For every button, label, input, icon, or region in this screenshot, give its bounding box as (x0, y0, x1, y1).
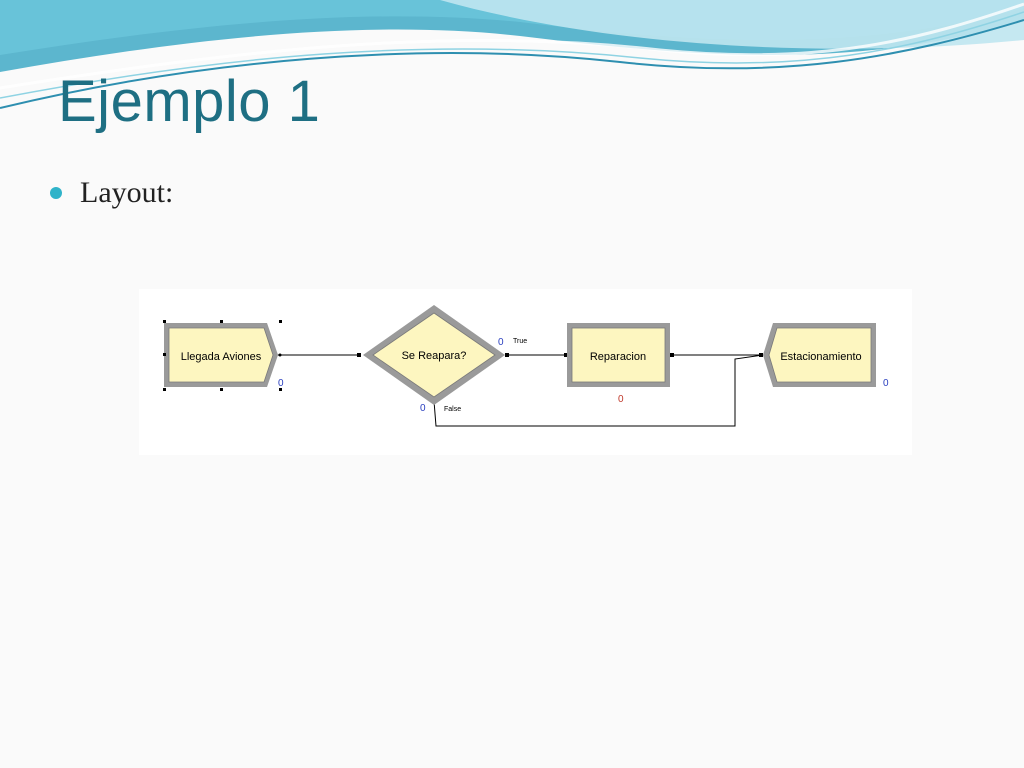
decide-module-label: Se Reapara? (402, 350, 467, 362)
create-module[interactable]: Llegada Aviones 0 (164, 323, 284, 389)
dispose-module[interactable]: Estacionamiento 0 (763, 323, 889, 389)
bullet-text: Layout: (80, 176, 174, 209)
dispose-module-label: Estacionamiento (780, 351, 861, 363)
connector-create-decide[interactable] (278, 353, 361, 357)
decide-module[interactable]: Se Reapara? 0 0 True False (363, 305, 527, 414)
decide-true-counter: 0 (498, 337, 504, 348)
false-branch-label: False (444, 406, 461, 413)
process-module[interactable]: Reparacion 0 (567, 323, 670, 405)
bullet-dot-icon (50, 187, 62, 199)
selection-handles (163, 320, 282, 391)
create-module-label: Llegada Aviones (181, 351, 262, 363)
arena-flowchart: Llegada Aviones 0 Se Reapara? 0 0 True F… (139, 289, 912, 455)
process-module-label: Reparacion (590, 351, 646, 363)
slide-title: Ejemplo 1 (58, 69, 321, 134)
true-branch-label: True (513, 338, 527, 345)
connector-decide-process-true[interactable] (505, 353, 568, 357)
process-queue-counter: 0 (618, 394, 624, 405)
bullet-item: Layout: (50, 176, 173, 210)
dispose-module-counter: 0 (883, 378, 889, 389)
header-wave-decoration (0, 0, 1024, 109)
create-module-counter: 0 (278, 378, 284, 389)
decide-false-counter: 0 (420, 403, 426, 414)
connector-process-dispose[interactable] (670, 353, 763, 357)
